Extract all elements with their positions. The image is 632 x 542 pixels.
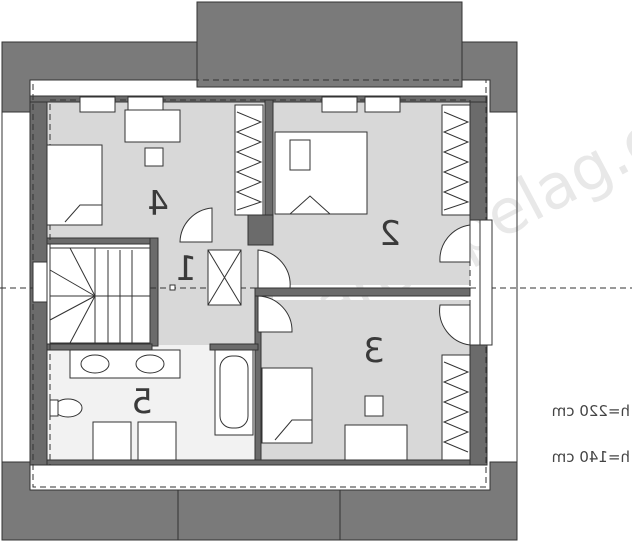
room-label-2: 2 bbox=[379, 214, 401, 254]
height-label-140: h=140 cm bbox=[552, 448, 630, 466]
staircase bbox=[32, 247, 151, 344]
svg-text:h=140 cm: h=140 cm bbox=[552, 448, 630, 466]
bathroom-fixtures bbox=[49, 349, 254, 461]
room-3-furniture bbox=[261, 354, 471, 461]
svg-text:4: 4 bbox=[147, 184, 169, 224]
height-label-220: h=220 cm bbox=[552, 402, 630, 420]
room-label-4: 4 bbox=[147, 184, 169, 224]
room-4-furniture bbox=[46, 104, 264, 226]
svg-text:h=220 cm: h=220 cm bbox=[552, 402, 630, 420]
hall-elements bbox=[169, 207, 293, 333]
room-label-1: 1 bbox=[175, 249, 197, 289]
roof-overhang bbox=[1, 1, 518, 541]
svg-text:5: 5 bbox=[131, 382, 153, 422]
room-label-3: 3 bbox=[363, 331, 385, 371]
svg-text:3: 3 bbox=[363, 331, 385, 371]
svg-text:1: 1 bbox=[175, 249, 197, 289]
room-2-furniture bbox=[274, 104, 471, 216]
room-label-5: 5 bbox=[131, 382, 153, 422]
balcony-doors bbox=[439, 219, 493, 346]
roof-windows bbox=[79, 96, 401, 113]
svg-text:2: 2 bbox=[379, 214, 401, 254]
